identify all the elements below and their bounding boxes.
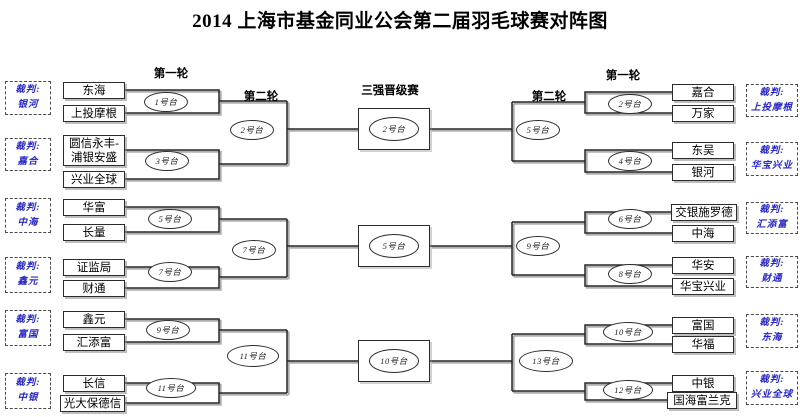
team-box: 证监局 [63, 259, 125, 276]
round-label-left-1: 第一轮 [153, 68, 189, 80]
final-match-box: 2号台 [358, 108, 430, 150]
team-box: 兴业全球 [63, 171, 125, 188]
referee-box: 裁判: 汇添富 [746, 202, 798, 234]
referee-label: 裁判: [15, 141, 41, 152]
team-box: 华福 [672, 336, 734, 353]
referee-name: 汇添富 [756, 220, 788, 230]
stage-label-center: 三强晋级赛 [361, 85, 419, 97]
referee-label: 裁判: [759, 259, 785, 270]
referee-name: 鑫元 [17, 277, 39, 287]
team-box: 华宝兴业 [672, 278, 734, 295]
referee-box: 裁判: 东海 [746, 314, 798, 348]
referee-box: 裁判: 中银 [5, 373, 51, 409]
court-oval: 13号台 [519, 350, 573, 372]
team-box: 万家 [672, 105, 734, 122]
team-box: 华富 [63, 199, 125, 216]
court-oval: 5号台 [516, 120, 560, 140]
referee-label: 裁判: [759, 146, 785, 157]
court-oval: 3号台 [145, 151, 189, 171]
referee-label: 裁判: [759, 205, 785, 216]
referee-name: 中海 [17, 217, 39, 228]
court-oval: 10号台 [369, 349, 419, 373]
referee-label: 裁判: [15, 378, 41, 389]
court-oval: 5号台 [148, 209, 192, 229]
team-box: 嘉合 [672, 84, 734, 101]
referee-name: 中银 [17, 393, 39, 403]
referee-name: 华宝兴业 [750, 161, 793, 171]
round-label-left-2: 第二轮 [243, 91, 279, 103]
referee-box: 裁判: 上投摩根 [746, 84, 798, 117]
referee-box: 裁判: 富国 [5, 310, 51, 346]
team-box: 东吴 [672, 142, 734, 159]
referee-label: 裁判: [15, 202, 41, 213]
referee-label: 裁判: [15, 85, 41, 96]
court-oval: 9号台 [146, 320, 190, 340]
team-box: 华安 [672, 257, 734, 274]
referee-box: 裁判: 银河 [5, 81, 51, 115]
team-box: 交银施罗德 [671, 204, 737, 221]
team-box: 中海 [672, 225, 734, 242]
team-box: 汇添富 [63, 334, 125, 351]
team-box: 上投摩根 [63, 105, 125, 122]
team-box: 长量 [63, 224, 125, 241]
court-oval: 2号台 [369, 117, 419, 141]
team-box: 银河 [672, 164, 734, 181]
referee-name: 财通 [761, 274, 783, 284]
team-box: 鑫元 [63, 311, 125, 328]
referee-label: 裁判: [15, 262, 41, 273]
referee-name: 富国 [17, 330, 39, 340]
final-match-box: 5号台 [358, 225, 430, 267]
referee-box: 裁判: 华宝兴业 [746, 142, 798, 176]
court-oval: 12号台 [603, 380, 653, 400]
court-oval: 8号台 [608, 264, 652, 284]
court-oval: 2号台 [608, 94, 652, 114]
team-box: 国海富兰克 [667, 392, 737, 409]
referee-box: 裁判: 中海 [5, 198, 51, 233]
referee-name: 银河 [17, 100, 39, 110]
referee-label: 裁判: [759, 87, 785, 98]
team-box: 富国 [672, 317, 734, 334]
team-box: 光大保德信 [60, 395, 125, 412]
referee-name: 嘉合 [17, 156, 39, 167]
court-oval: 11号台 [227, 345, 279, 367]
referee-box: 裁判: 财通 [746, 256, 798, 288]
team-box: 长信 [63, 375, 125, 392]
court-oval: 1号台 [144, 92, 188, 112]
team-box: 财通 [63, 280, 125, 297]
referee-label: 裁判: [759, 375, 785, 386]
court-oval: 2号台 [230, 120, 274, 140]
court-oval: 9号台 [516, 236, 560, 256]
team-box: 中银 [672, 375, 734, 392]
referee-box: 裁判: 兴业全球 [746, 371, 798, 405]
court-oval: 7号台 [232, 240, 276, 260]
referee-box: 裁判: 鑫元 [5, 257, 51, 293]
referee-label: 裁判: [759, 318, 785, 329]
court-oval: 5号台 [369, 234, 419, 258]
referee-name: 东海 [761, 333, 783, 343]
court-oval: 6号台 [608, 209, 652, 229]
final-match-box: 10号台 [358, 340, 430, 382]
court-oval: 11号台 [146, 378, 196, 398]
referee-name: 上投摩根 [750, 102, 793, 113]
court-oval: 7号台 [148, 262, 192, 282]
round-label-right-1: 第一轮 [605, 70, 641, 82]
court-oval: 4号台 [608, 151, 652, 171]
round-label-right-2: 第二轮 [531, 91, 567, 103]
referee-label: 裁判: [15, 315, 41, 326]
team-box: 东海 [63, 82, 125, 99]
referee-name: 兴业全球 [750, 390, 793, 400]
referee-box: 裁判: 嘉合 [5, 138, 51, 171]
court-oval: 10号台 [603, 322, 653, 342]
team-box: 圆信永丰-浦银安盛 [63, 135, 125, 166]
page-title: 2014 上海市基金同业公会第二届羽毛球赛对阵图 [192, 11, 608, 32]
